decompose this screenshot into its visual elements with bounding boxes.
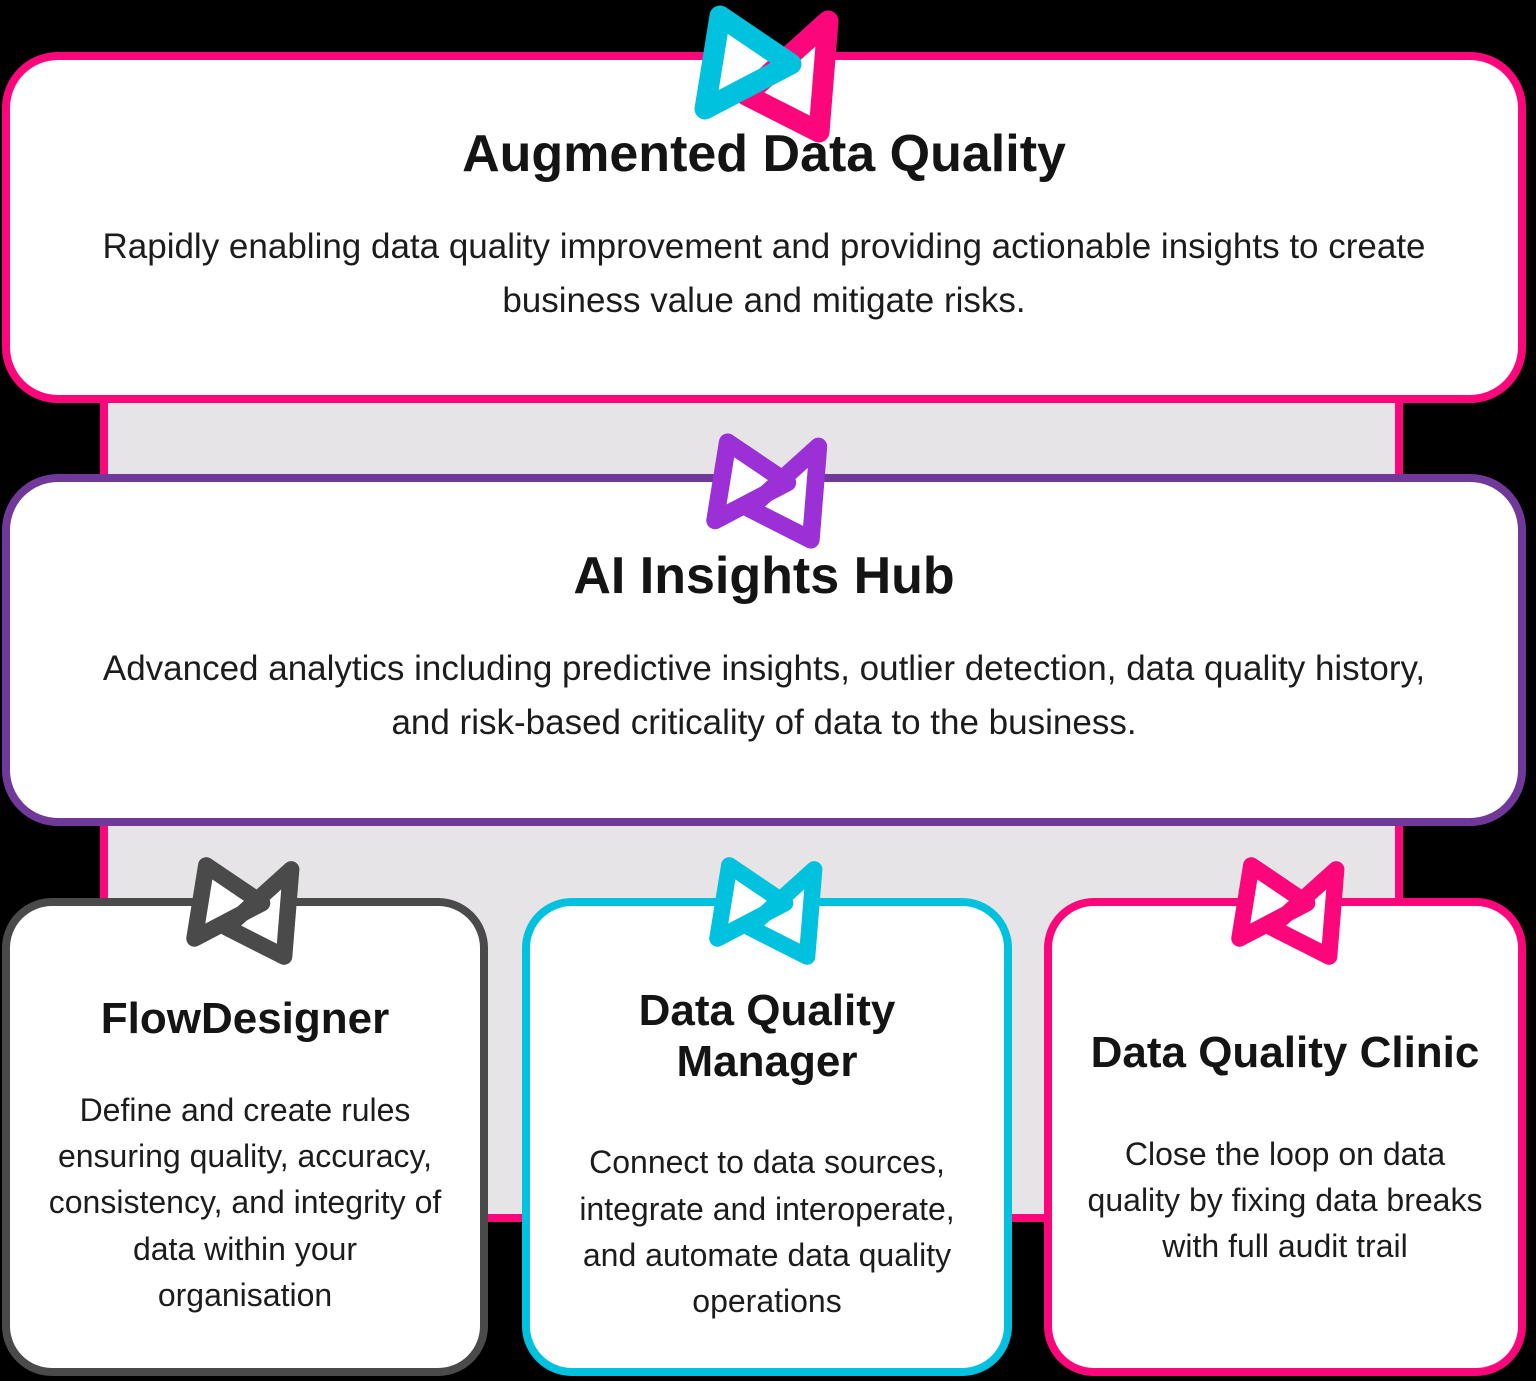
augmented-data-quality-title: Augmented Data Quality: [462, 125, 1066, 183]
ai-insights-hub-title: AI Insights Hub: [573, 547, 955, 605]
datactics-logo-purple-icon: [706, 433, 828, 549]
data-quality-manager-description: Connect to data sources,integrate and in…: [579, 1144, 955, 1320]
datactics-logo-cyan-icon: [709, 857, 823, 965]
augmented-data-quality-description: Rapidly enabling data quality improvemen…: [102, 227, 1426, 321]
flowdesigner-title: FlowDesigner: [100, 994, 390, 1043]
datactics-logo-pink-icon: [1231, 857, 1345, 965]
logo-left-triangle-cyan: [694, 5, 802, 120]
data-quality-clinic-title: Data Quality Clinic: [1090, 1028, 1480, 1077]
datactics-logo-dark-icon: [186, 857, 300, 965]
ai-insights-hub-box: AI Insights Hub Advanced analytics inclu…: [2, 474, 1526, 826]
ai-insights-hub-description: Advanced analytics including predictive …: [102, 649, 1426, 743]
data-quality-clinic-box: Data Quality Clinic Close the loop on da…: [1044, 898, 1526, 1376]
datactics-logo-two-tone-icon: [694, 5, 839, 143]
